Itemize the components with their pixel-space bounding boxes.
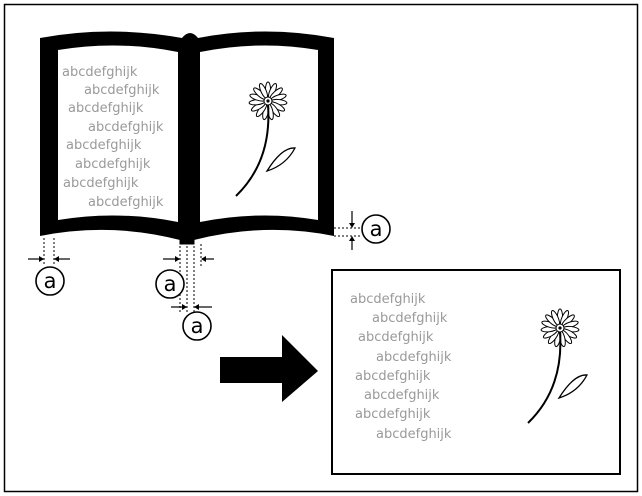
book-text-line: abcdefghijk [63,176,139,191]
right-arrow-icon [220,335,318,402]
book-text-line: abcdefghijk [84,83,160,98]
book-text-line: abcdefghijk [88,120,164,135]
flower-icon [235,81,297,197]
left-page [58,45,178,222]
margin-label-gutter-upper: a [155,269,185,299]
margin-label-gutter-lower: a [182,311,212,341]
book-text-line: abcdefghijk [66,138,142,153]
left-page-text: abcdefghijk abcdefghijk abcdefghijk abcd… [62,65,164,210]
svg-text:a: a [164,272,177,296]
book-text-line: abcdefghijk [62,65,138,80]
right-page [200,45,318,222]
book-text-line: abcdefghijk [68,101,144,116]
open-book [40,31,334,240]
result-text-line: abcdefghijk [355,369,431,384]
margin-label-bottom: a [361,214,391,244]
svg-text:a: a [44,269,57,293]
result-page [331,269,621,475]
result-text-line: abcdefghijk [372,311,448,326]
book-text-line: abcdefghijk [75,157,151,172]
book-text-line: abcdefghijk [88,195,164,210]
bottom-edge-margin [334,211,362,250]
result-page-text: abcdefghijk abcdefghijk abcdefghijk abcd… [350,292,452,442]
result-text-line: abcdefghijk [358,330,434,345]
svg-text:a: a [370,217,383,241]
svg-text:a: a [191,314,204,338]
result-text-line: abcdefghijk [350,292,426,307]
left-edge-margin [28,238,70,264]
result-text-line: abcdefghijk [376,427,452,442]
result-text-line: abcdefghijk [364,388,440,403]
margin-label-left: a [35,266,65,296]
result-text-line: abcdefghijk [355,407,431,422]
outer-frame [3,3,639,493]
result-text-line: abcdefghijk [376,350,452,365]
